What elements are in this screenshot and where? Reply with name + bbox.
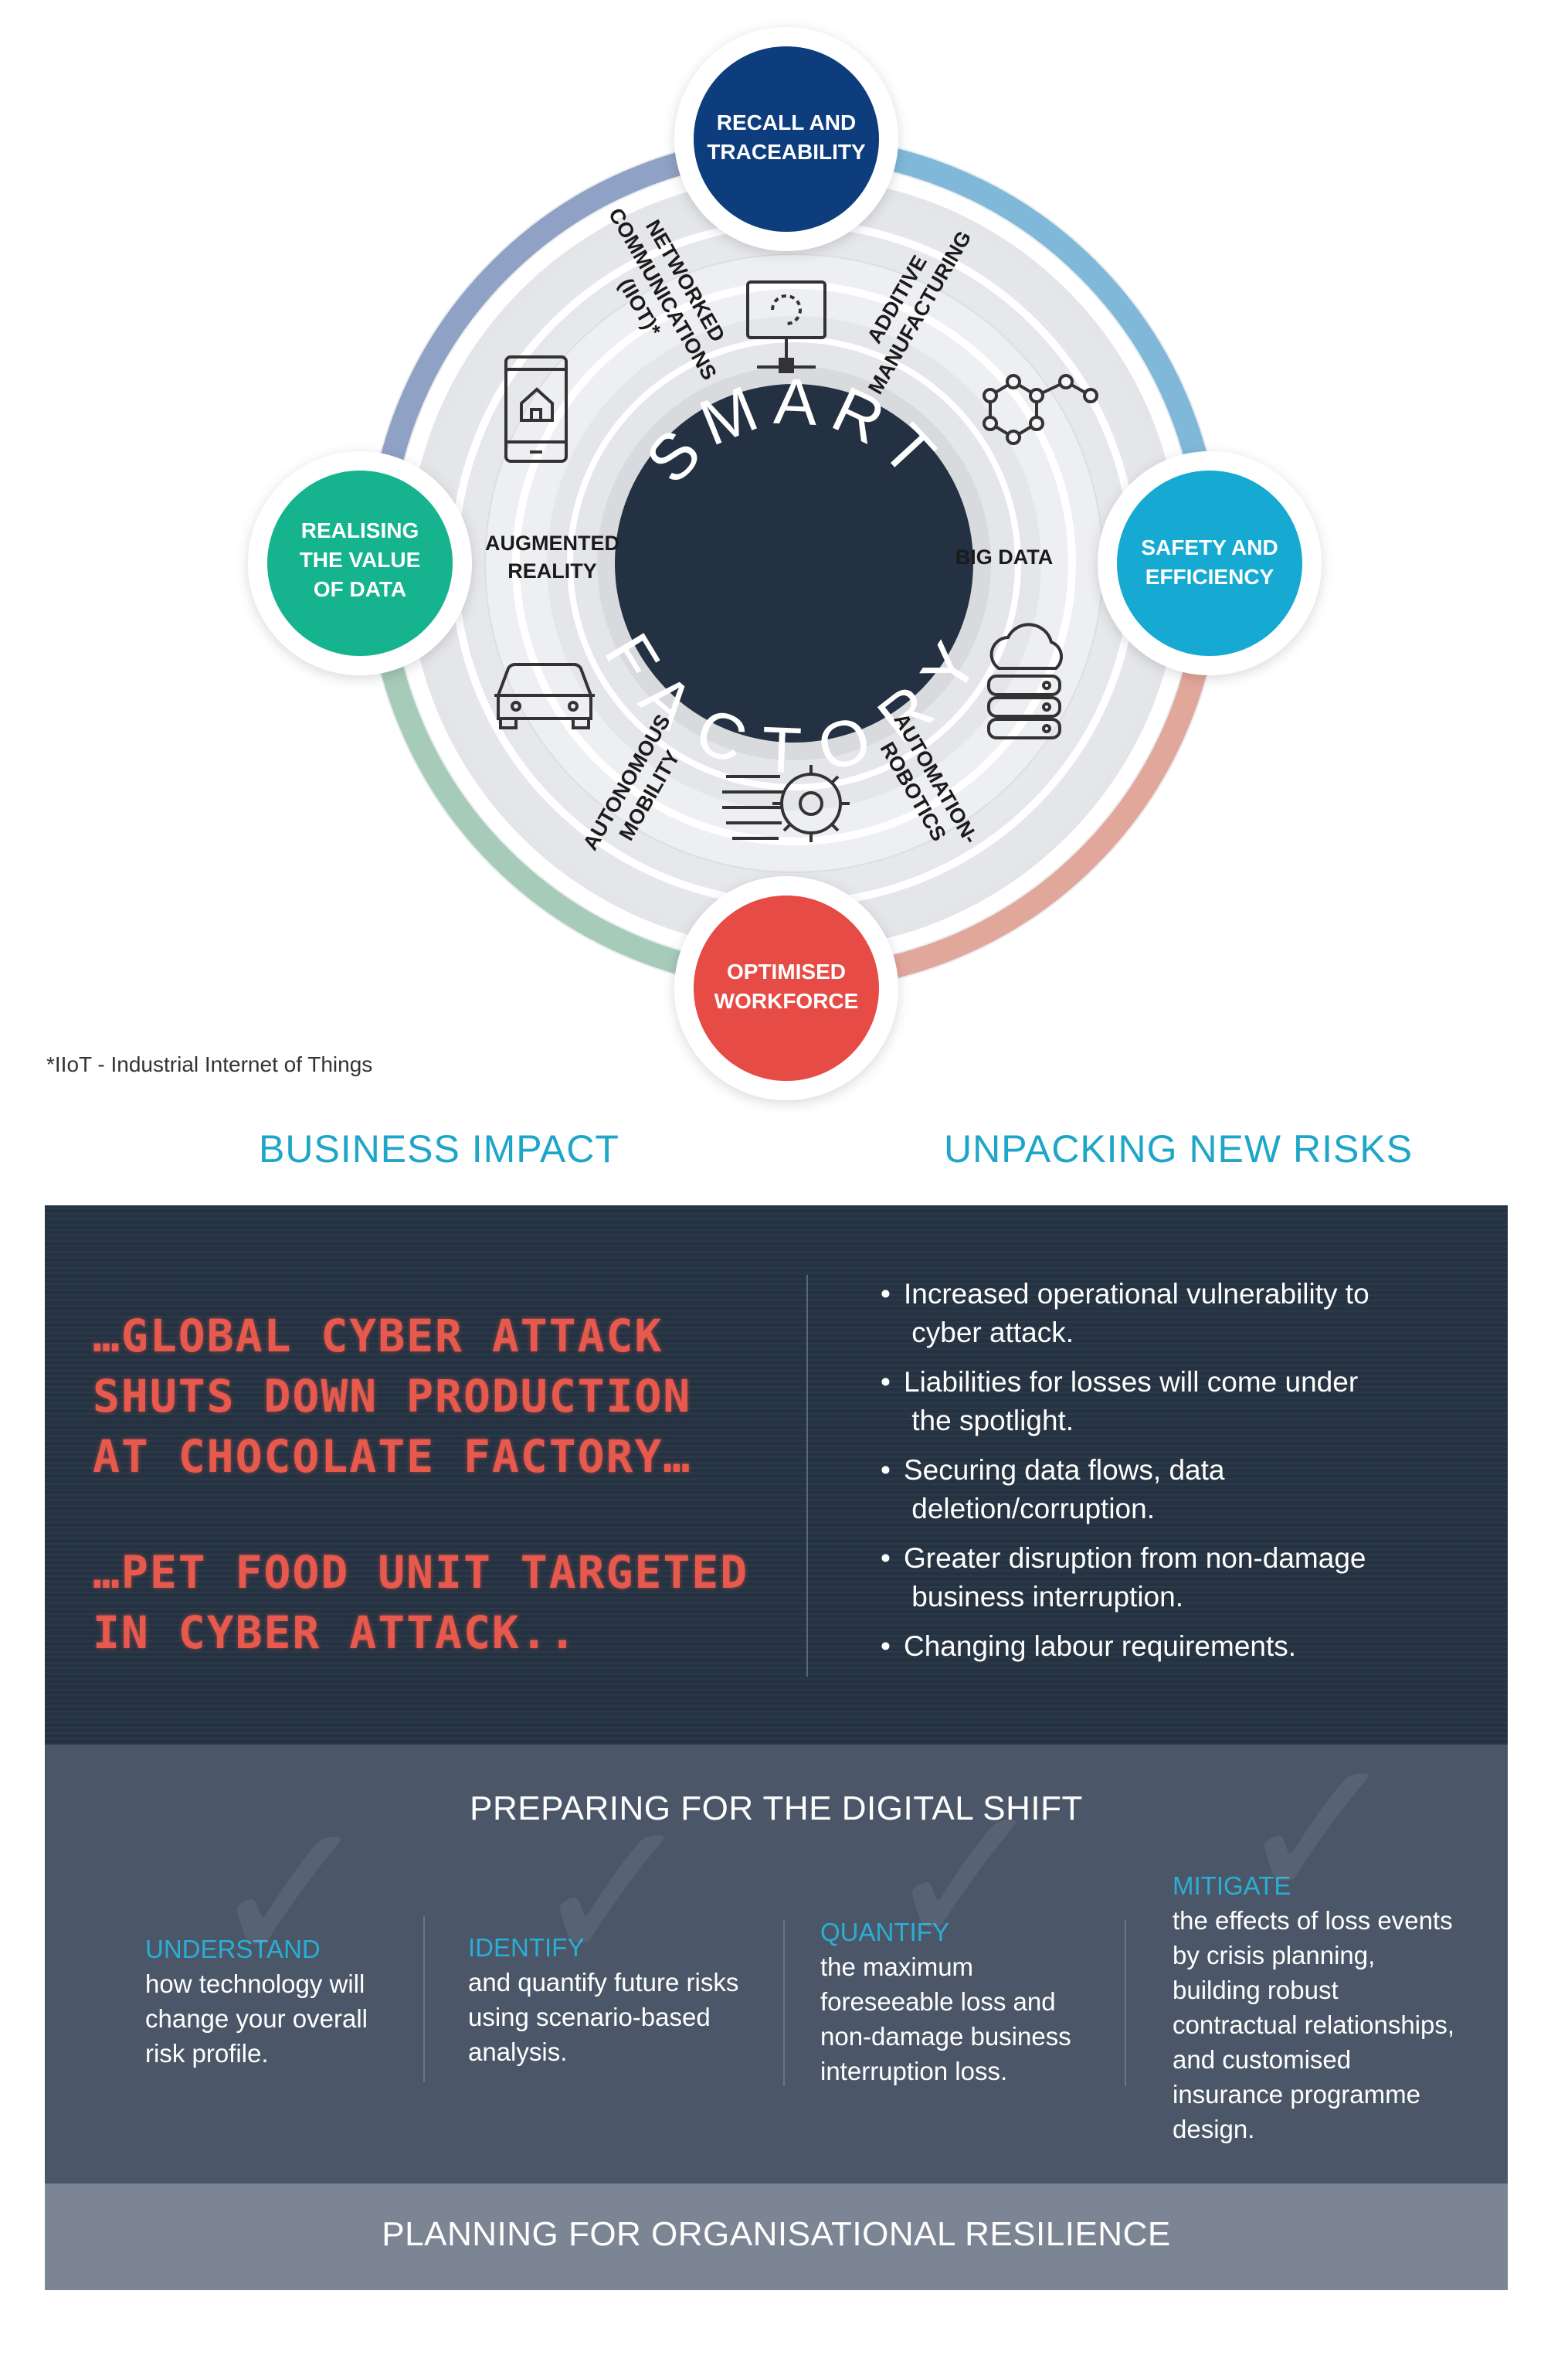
outcome-top (674, 27, 898, 251)
step-quantify: ✓ QUANTIFY the maximum foreseeable loss … (820, 1777, 1129, 2088)
preparing-panel (45, 1745, 1508, 2184)
step-understand: ✓ UNDERSTAND how technology will change … (145, 1794, 439, 2071)
iiot-footnote: *IIoT - Industrial Internet of Things (46, 1052, 373, 1076)
risk-item: Securing data flows, data deletion/corru… (881, 1451, 1483, 1528)
step-divider (1125, 1920, 1126, 2086)
planning-title: PLANNING FOR ORGANISATIONAL RESILIENCE (382, 2215, 1171, 2253)
center-circle (615, 384, 973, 743)
tablet-home-icon (504, 355, 568, 463)
new-risks-heading: UNPACKING NEW RISKS (944, 1127, 1414, 1171)
disc-ring-3 (512, 281, 1076, 845)
step-heading: UNDERSTAND (145, 1935, 321, 1963)
headline-chocolate-factory: …GLOBAL CYBER ATTACK SHUTS DOWN PRODUCTI… (93, 1310, 692, 1483)
outcome-left (248, 451, 472, 675)
monitor-network-icon (746, 280, 826, 373)
outcome-right (1098, 451, 1322, 675)
preparing-title: PREPARING FOR THE DIGITAL SHIFT (470, 1789, 1083, 1827)
risk-item: Greater disruption from non-damage busin… (881, 1539, 1483, 1616)
risk-item: Increased operational vulnerability to c… (881, 1275, 1483, 1352)
panel-divider (806, 1275, 808, 1677)
headline-pet-food: …PET FOOD UNIT TARGETED IN CYBER ATTACK.… (93, 1546, 749, 1659)
step-identify: ✓ IDENTIFY and quantify future risks usi… (468, 1793, 792, 2069)
planning-panel (45, 2184, 1508, 2290)
risks-list: Increased operational vulnerability to c… (881, 1275, 1483, 1677)
step-heading: MITIGATE (1173, 1871, 1291, 1900)
car-icon (494, 663, 595, 729)
outcome-bottom (674, 876, 898, 1100)
step-heading: QUANTIFY (820, 1918, 949, 1946)
business-impact-heading: BUSINESS IMPACT (259, 1127, 619, 1171)
step-divider (783, 1920, 785, 2086)
tech-big-data-label: BIG DATA (955, 545, 1053, 569)
cloud-server-icon (987, 623, 1064, 739)
step-heading: IDENTIFY (468, 1933, 585, 1962)
robot-hand-gear-icon (722, 765, 850, 842)
step-mitigate: ✓ MITIGATE the effects of loss events by… (1173, 1731, 1497, 2146)
molecule-icon (983, 374, 1098, 445)
risk-item: Liabilities for losses will come under t… (881, 1363, 1483, 1440)
step-divider (423, 1916, 425, 2082)
risk-item: Changing labour requirements. (881, 1627, 1483, 1666)
